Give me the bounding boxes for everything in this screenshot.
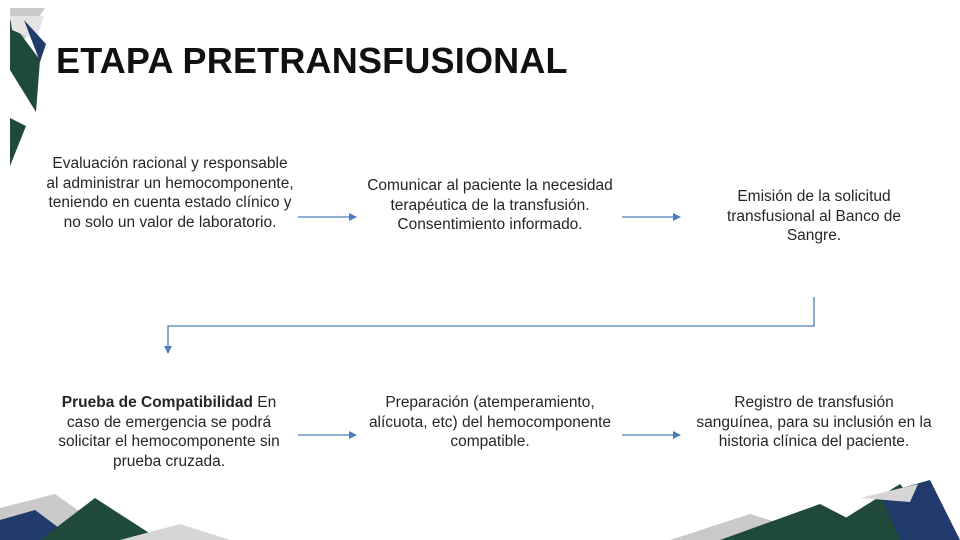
step-emision-text: Emisión de la solicitud transfusional al…: [726, 188, 902, 244]
step-registro: Registro de transfusión sanguínea, para …: [694, 393, 934, 452]
step-registro-text: Registro de transfusión sanguínea, para …: [696, 394, 932, 450]
slide-title: ETAPA PRETRANSFUSIONAL: [56, 40, 568, 81]
top-left-decoration: [10, 8, 46, 166]
step-preparacion: Preparación (atemperamiento, alícuota, e…: [368, 393, 612, 452]
step-evaluacion: Evaluación racional y responsable al adm…: [45, 154, 295, 232]
bottom-right-decoration: [670, 480, 960, 540]
step-preparacion-text: Preparación (atemperamiento, alícuota, e…: [368, 394, 612, 450]
step-comunicar: Comunicar al paciente la necesidad terap…: [365, 176, 615, 235]
step-prueba-bold: Prueba de Compatibilidad: [61, 394, 253, 411]
step-prueba: Prueba de Compatibilidad En caso de emer…: [44, 393, 294, 471]
step-evaluacion-text: Evaluación racional y responsable al adm…: [46, 155, 294, 231]
connector-row1-to-row2: [164, 297, 815, 354]
bottom-left-decoration: [0, 494, 230, 540]
step-comunicar-text: Comunicar al paciente la necesidad terap…: [367, 177, 613, 233]
step-emision: Emisión de la solicitud transfusional al…: [700, 187, 928, 246]
step-prueba-text: En caso de emergencia se podrá solicitar…: [58, 394, 280, 470]
